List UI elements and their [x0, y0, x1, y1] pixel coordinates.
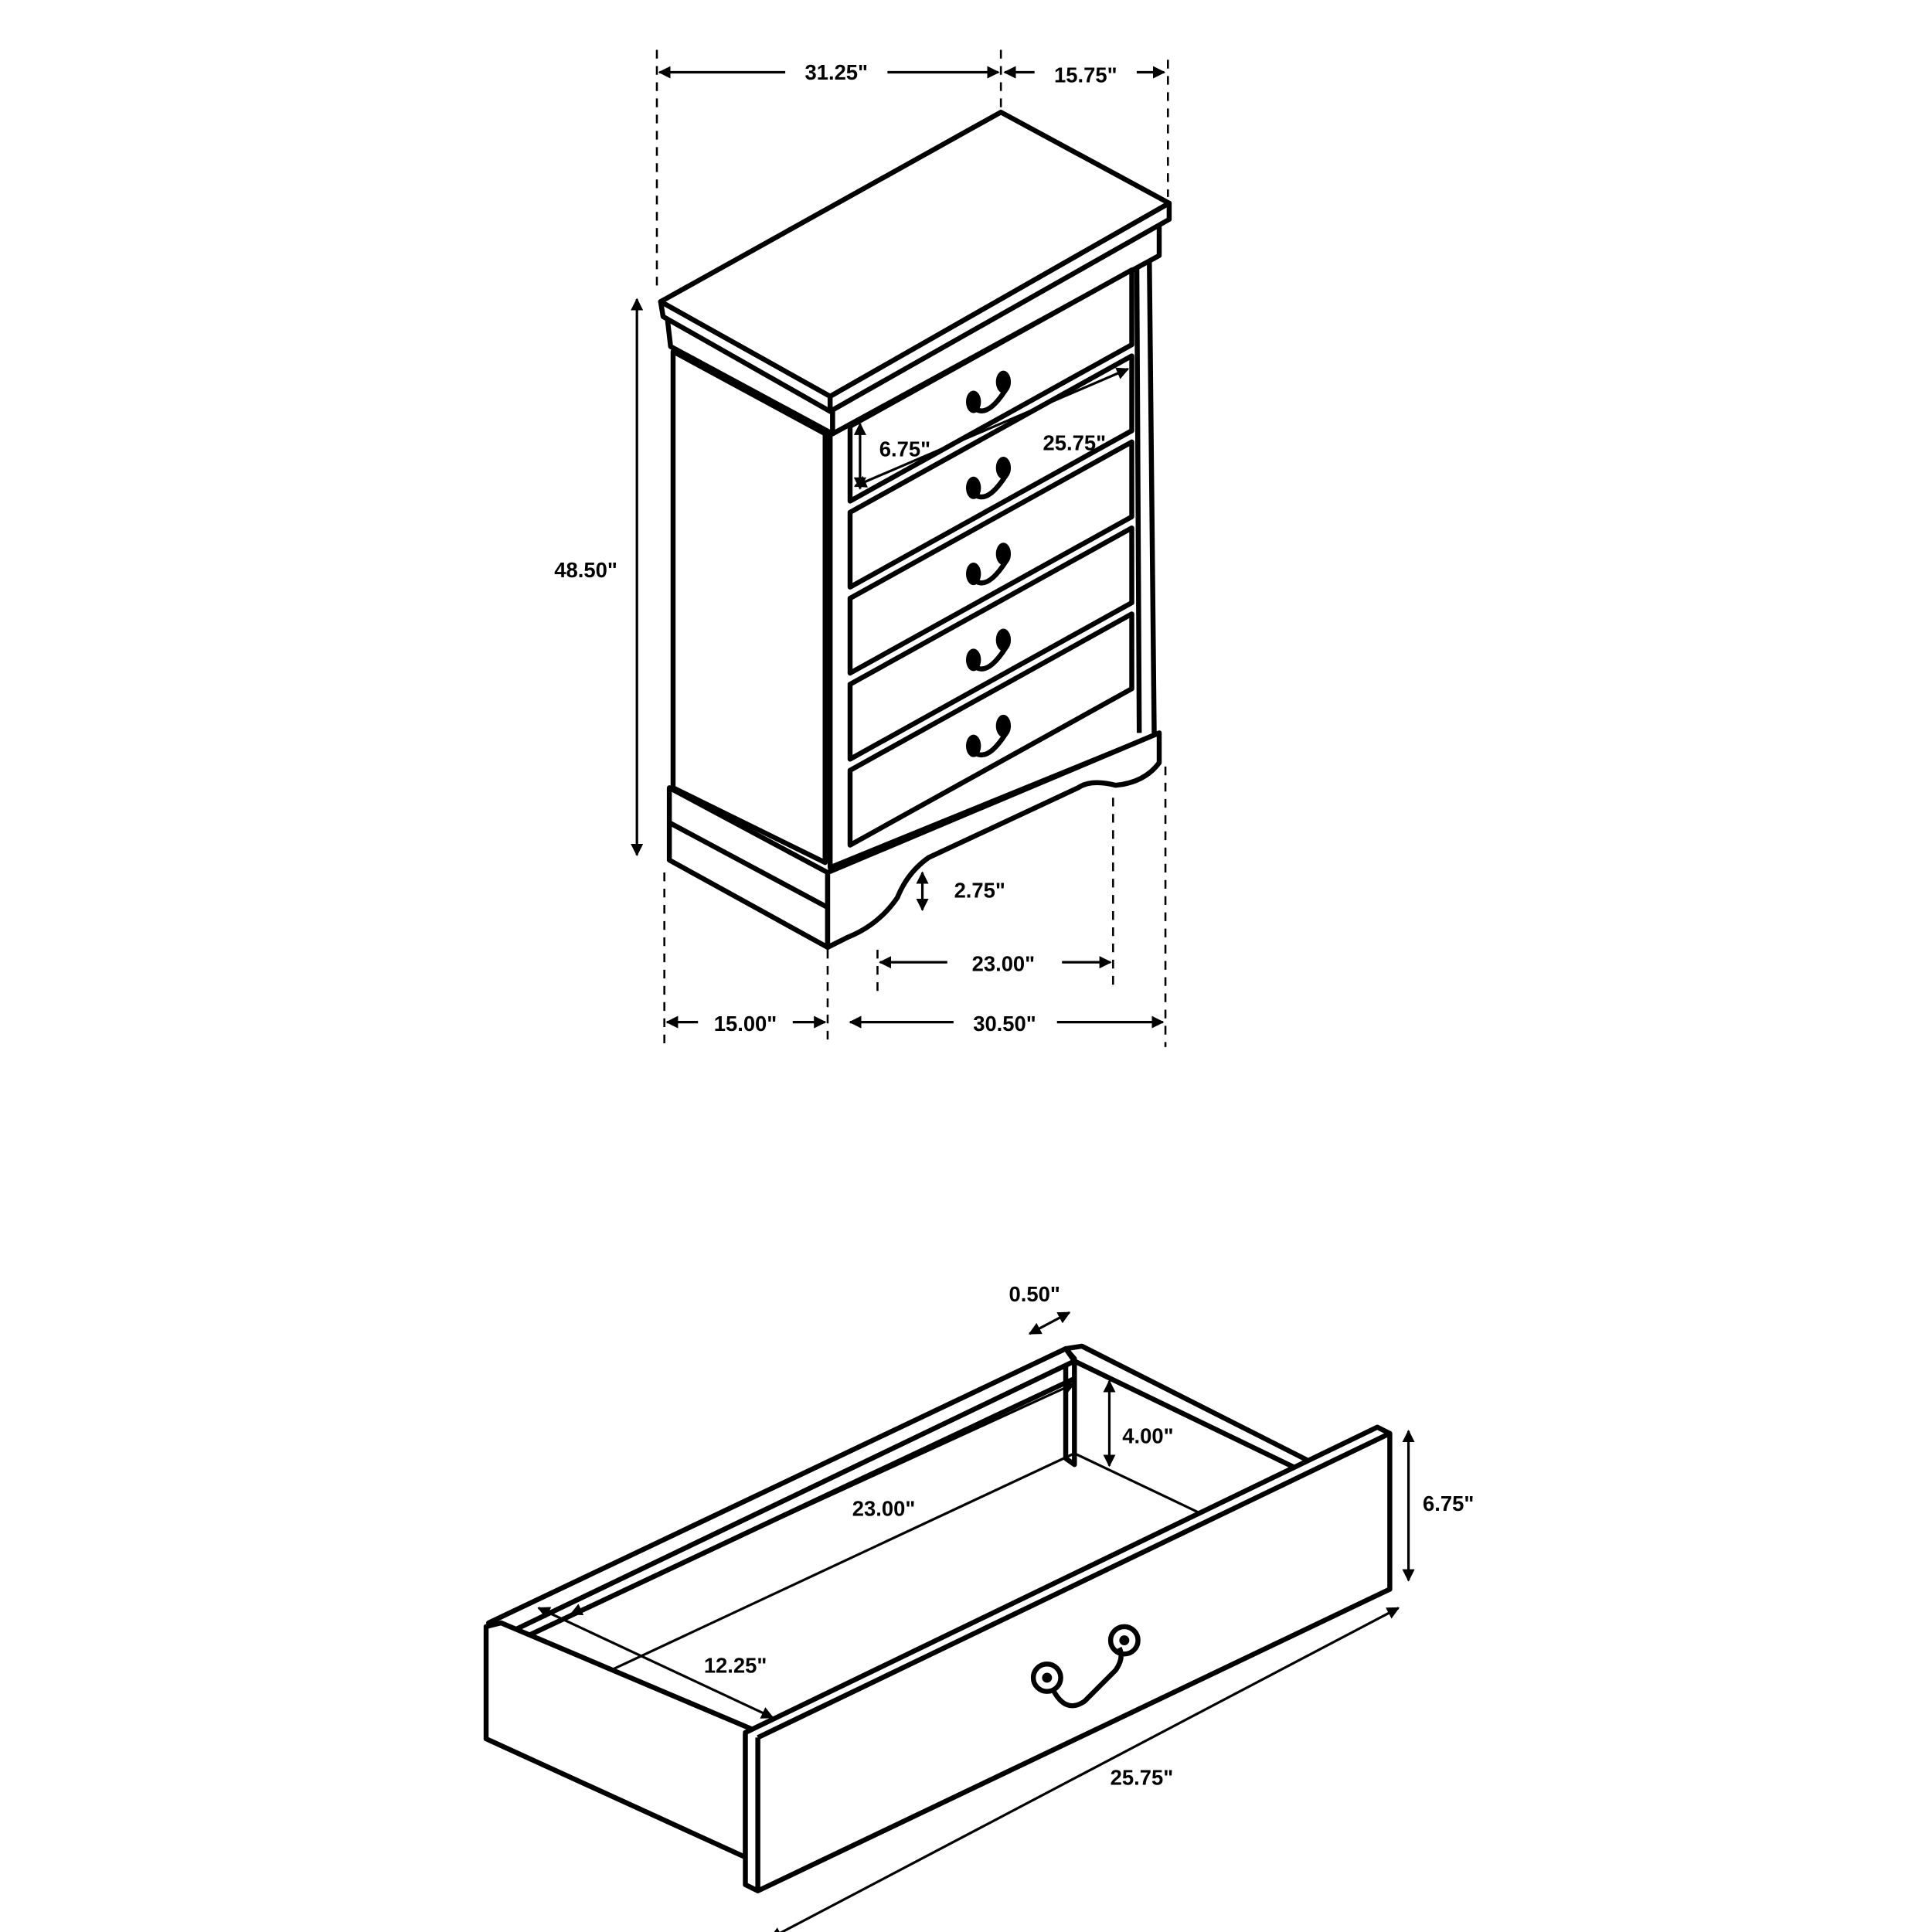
- label-inner-height: 4.00": [1122, 1424, 1173, 1448]
- label-front-height: 6.75": [1423, 1492, 1474, 1515]
- label-top-width: 31.25": [804, 60, 868, 84]
- chest-side-panel: [670, 349, 828, 866]
- chest-drawing: [658, 109, 1172, 951]
- drawer-handle-icon: [966, 543, 1012, 586]
- label-leg-span: 23.00": [972, 951, 1036, 975]
- chest-base-front: [825, 730, 1162, 951]
- label-top-depth: 15.75": [1054, 63, 1117, 87]
- label-front-width: 25.75": [1111, 1766, 1174, 1790]
- drawer-right-side: [1063, 1343, 1311, 1471]
- chest-dimensions: 31.25" 15.75" 48.50" 6.75" 25.75" 2.75" …: [554, 49, 1169, 1047]
- label-drawer-width: 25.75": [1043, 430, 1107, 454]
- chest-drawer: [847, 439, 1134, 676]
- drawer-handle-icon: [966, 628, 1012, 672]
- label-height: 48.50": [554, 558, 617, 582]
- label-side-depth: 12.25": [704, 1654, 767, 1678]
- label-base-depth: 15.00": [714, 1012, 777, 1036]
- label-base-width: 30.50": [973, 1012, 1036, 1036]
- label-panel-thickness: 0.50": [1009, 1282, 1060, 1306]
- drawer-dimensions: 0.50" 4.00" 6.75" 23.00" 12.25" 25.75": [537, 1282, 1474, 1932]
- chest-drawer: [847, 525, 1134, 762]
- label-leg-height: 2.75": [954, 878, 1005, 902]
- drawer-handle-icon: [966, 714, 1012, 758]
- drawer-drawing: [483, 1343, 1393, 1893]
- drawer-front-panel: [743, 1424, 1393, 1893]
- label-depth: 23.00": [852, 1496, 916, 1520]
- chest-drawer: [847, 611, 1134, 848]
